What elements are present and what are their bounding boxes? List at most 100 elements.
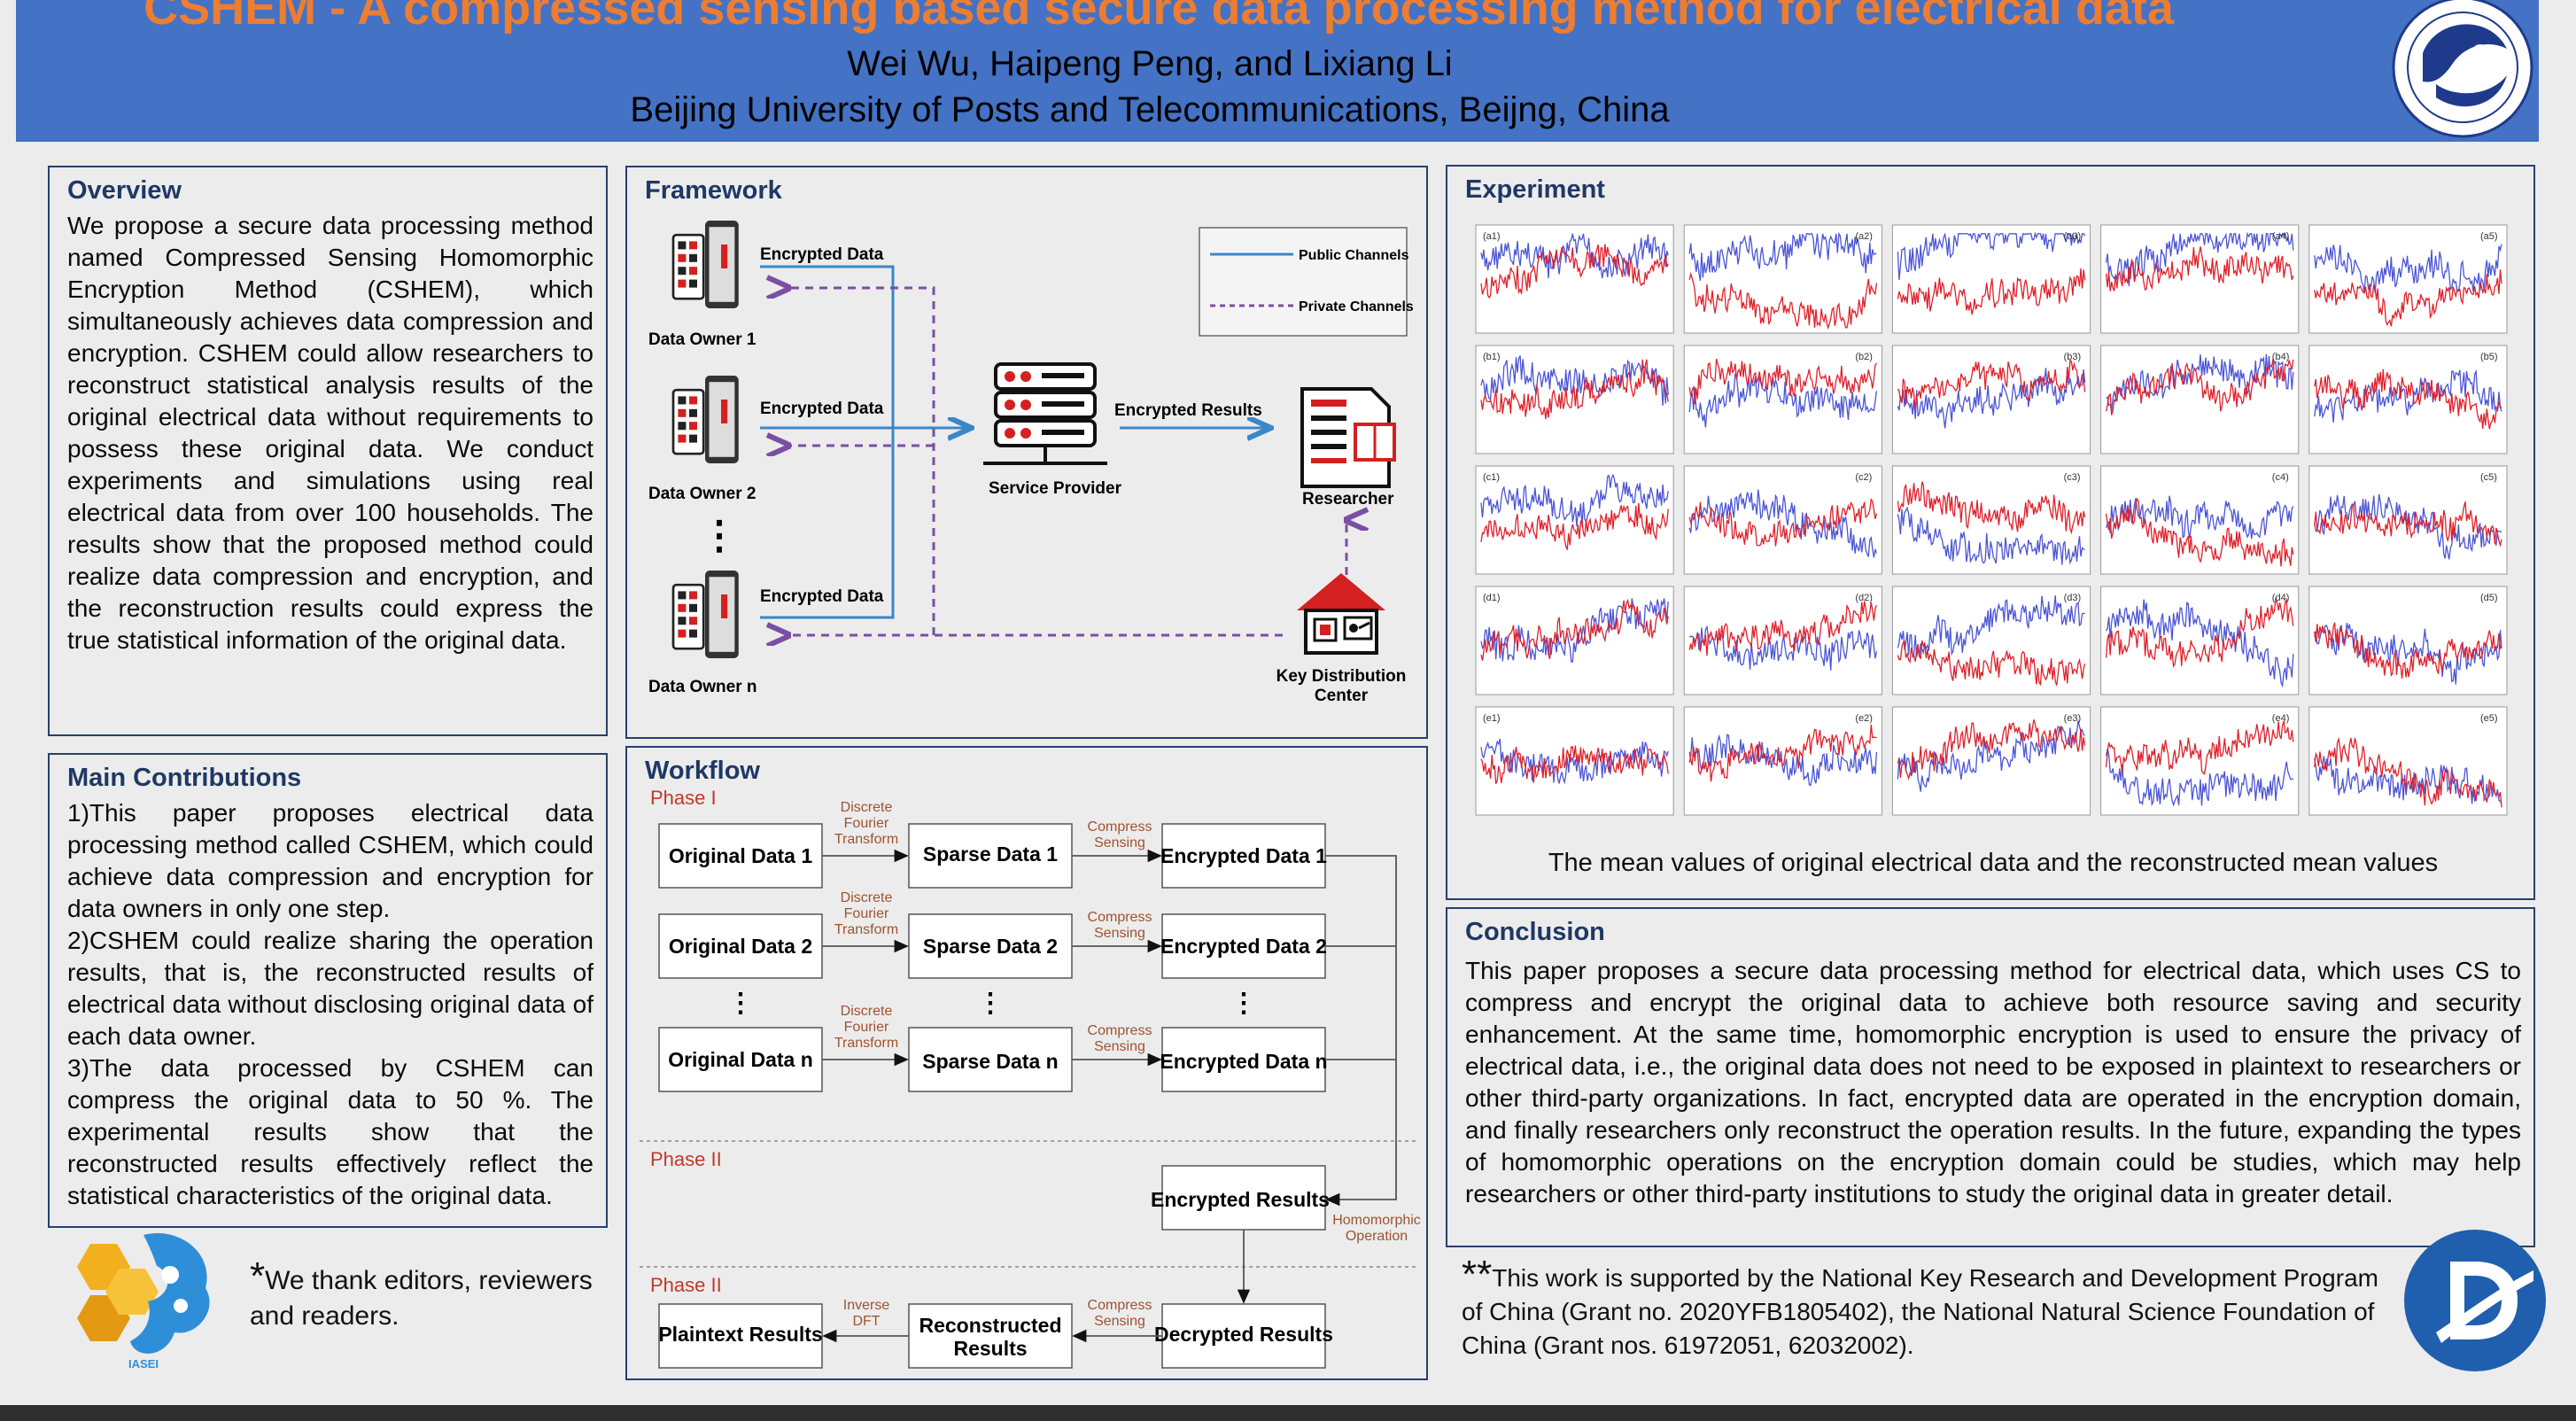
framework-heading: Framework <box>645 176 782 205</box>
original-data-n: Original Data n <box>668 1048 813 1071</box>
panel-label: (b3) <box>2064 352 2082 362</box>
panel-label: (e2) <box>1855 713 1873 724</box>
original-trace <box>2105 231 2294 287</box>
funding-star: ** <box>1462 1253 1493 1296</box>
reconstructed-trace <box>2314 501 2502 547</box>
reconstructed-trace <box>1688 724 1877 782</box>
experiment-panel: (c2) <box>1683 465 1882 575</box>
encrypted-data-label-n: Encrypted Data <box>760 587 884 606</box>
poster-authors: Wei Wu, Haipeng Peng, and Lixiang Li <box>847 44 1453 83</box>
panel-label: (e4) <box>2272 713 2290 724</box>
sparse-data-1: Sparse Data 1 <box>923 843 1058 866</box>
original-trace <box>1480 233 1669 279</box>
data-owner-2-label: Data Owner 2 <box>648 485 756 503</box>
reconstructed-trace <box>1688 601 1878 656</box>
panel-label: (e5) <box>2480 713 2498 724</box>
experiment-panel-frame <box>1475 586 1674 695</box>
overview-text: We propose a secure data processing meth… <box>67 212 594 654</box>
encrypted-results-label: Encrypted Results <box>1114 401 1262 420</box>
dft-label-nc: Transform <box>834 1036 898 1051</box>
data-owner-n-label: Data Owner n <box>648 678 757 696</box>
panel-label: (d2) <box>1855 593 1873 603</box>
panel-label: (b5) <box>2480 352 2498 362</box>
original-trace <box>1480 738 1669 785</box>
encrypted-data-2: Encrypted Data 2 <box>1160 935 1327 958</box>
phase-1-label: Phase I <box>650 787 717 809</box>
experiment-panel: (d5) <box>2308 586 2508 695</box>
reconstructed-trace <box>1897 640 2086 687</box>
framework-section: Framework Data Owner 1 Data Owner 2 Data… <box>625 166 1428 739</box>
experiment-panel: (e4) <box>2100 706 2300 816</box>
reconstructed-trace <box>2314 736 2502 808</box>
iasei-label: IASEI <box>128 1357 159 1371</box>
experiment-panel-frame <box>2308 224 2508 334</box>
experiment-panel: (a3) <box>1891 224 2091 334</box>
original-trace <box>1897 595 2085 658</box>
dft-label-2a: Discrete <box>841 890 893 905</box>
experiment-panel-frame <box>1891 706 2091 816</box>
reconstructed-trace <box>1688 498 1878 547</box>
funding-text: This work is supported by the National K… <box>1462 1264 2378 1359</box>
experiment-panel-frame <box>2100 706 2300 816</box>
data-owner-1-label: Data Owner 1 <box>648 330 757 349</box>
legend-public-label: Public Channels <box>1299 248 1409 263</box>
reconstructed-trace <box>2105 720 2294 775</box>
workflow-heading: Workflow <box>645 757 760 785</box>
researcher-label: Researcher <box>1302 490 1394 509</box>
reconstructed-results-1: Reconstructed <box>919 1314 1061 1337</box>
dft-label-2b: Fourier <box>844 906 889 921</box>
dft-label-nb: Fourier <box>844 1020 889 1035</box>
original-data-1: Original Data 1 <box>669 844 813 867</box>
original-trace <box>1480 473 1669 527</box>
experiment-panel: (e2) <box>1683 706 1882 816</box>
experiment-panel: (d4) <box>2100 586 2300 695</box>
experiment-panel: (a4) <box>2100 224 2300 334</box>
iasei-logo-icon: IASEI <box>77 1233 210 1371</box>
poster-affiliation: Beijing University of Posts and Telecomm… <box>630 90 1670 129</box>
original-trace <box>1480 355 1669 406</box>
panel-label: (c5) <box>2480 472 2497 483</box>
encrypted-data-1: Encrypted Data 1 <box>1160 844 1327 867</box>
researcher-icon <box>1300 387 1396 488</box>
conclusion-section: Conclusion This paper proposes a secure … <box>1446 907 2535 1247</box>
lab-logo-icon <box>2404 1230 2546 1371</box>
panel-label: (c4) <box>2272 472 2289 483</box>
experiment-panel: (d2) <box>1683 586 1882 695</box>
original-data-2: Original Data 2 <box>669 935 812 958</box>
reconstructed-trace <box>1688 358 1877 405</box>
inv-dft-label-a: Inverse <box>843 1298 890 1313</box>
original-trace <box>1897 720 2085 792</box>
data-owner-2-icon <box>671 374 741 465</box>
experiment-panel: (c4) <box>2100 465 2300 575</box>
reconstructed-trace <box>2314 369 2502 430</box>
dft-label-2c: Transform <box>834 922 898 937</box>
panel-label: (d4) <box>2272 593 2290 603</box>
experiment-panel: (a5) <box>2308 224 2508 334</box>
panel-label: (d5) <box>2480 593 2498 603</box>
reconstructed-trace <box>2105 359 2294 415</box>
experiment-panel: (b1) <box>1475 345 1674 454</box>
encrypted-data-label-2: Encrypted Data <box>760 400 884 418</box>
original-trace <box>1688 734 1878 787</box>
reconstructed-trace <box>1897 268 2086 315</box>
overview-heading: Overview <box>67 176 182 205</box>
homo-label-a: Homomorphic <box>1332 1213 1421 1228</box>
contributions-section: Main Contributions 1)This paper proposes… <box>48 753 608 1228</box>
panel-label: (c2) <box>1855 472 1872 483</box>
original-trace <box>1897 506 2085 565</box>
cs-label-nb: Sensing <box>1094 1039 1145 1054</box>
original-trace <box>1688 373 1878 428</box>
panel-label: (c1) <box>1483 472 1500 483</box>
experiment-heading: Experiment <box>1465 175 1605 204</box>
kdc-label-2: Center <box>1315 687 1369 705</box>
reconstructed-trace <box>1897 719 2086 780</box>
contribution-item-2: 2)CSHEM could realize sharing the operat… <box>67 927 594 1050</box>
sparse-data-n: Sparse Data n <box>922 1050 1058 1073</box>
data-owner-1-icon <box>671 219 741 310</box>
phase-2b-label: Phase II <box>650 1274 722 1296</box>
original-trace <box>1688 489 1878 558</box>
original-trace <box>2314 244 2502 293</box>
poster-title: CSHEM - A compressed sensing based secur… <box>144 0 2174 35</box>
reconstructed-trace <box>1480 244 1669 299</box>
overview-section: Overview We propose a secure data proces… <box>48 166 608 736</box>
